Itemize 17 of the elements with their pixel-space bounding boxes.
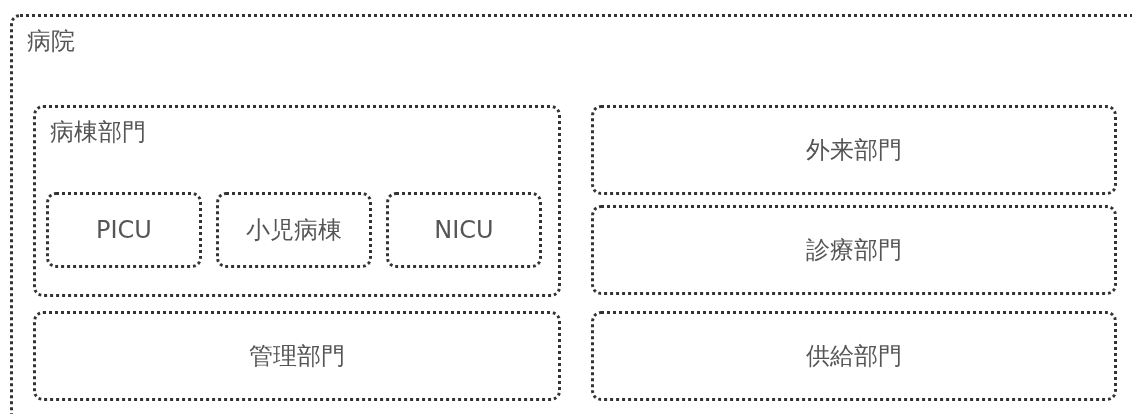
unit-label: NICU [433, 215, 495, 245]
unit-box [591, 205, 1117, 295]
unit-box [386, 192, 542, 268]
unit-label: PICU [95, 215, 153, 245]
unit-box [46, 192, 202, 268]
unit-label: 外来部門 [805, 135, 903, 165]
unit-box [591, 105, 1117, 195]
group-box [33, 105, 561, 297]
unit-box [216, 192, 372, 268]
unit-label: 管理部門 [248, 341, 346, 371]
unit-label: 小児病棟 [245, 215, 343, 245]
group-heading: 病棟部門 [50, 118, 146, 147]
unit-box [33, 311, 561, 401]
unit-label: 診療部門 [805, 235, 903, 265]
group-heading: 病院 [27, 27, 75, 56]
unit-label: 供給部門 [805, 341, 903, 371]
unit-box [591, 311, 1117, 401]
